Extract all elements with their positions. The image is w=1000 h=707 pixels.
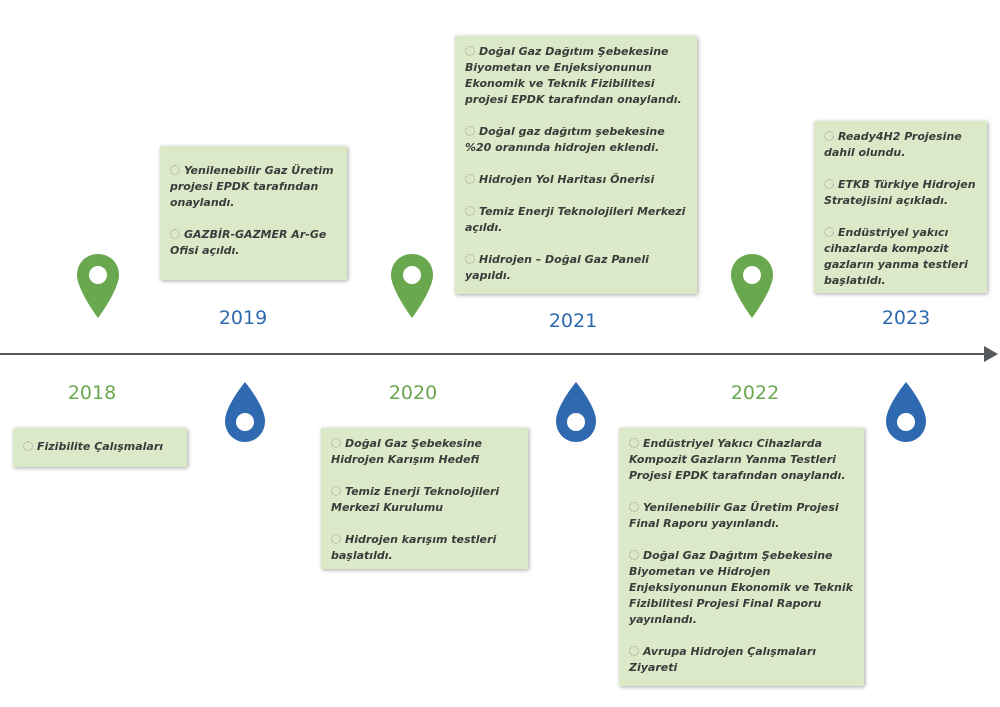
year-label-2022: 2022	[730, 382, 780, 404]
milestone-item: Yenilenebilir Gaz Üretim projesi EPDK ta…	[170, 164, 334, 209]
milestone-item: Doğal Gaz Şebekesine Hidrojen Karışım He…	[331, 437, 482, 466]
timeline-arrow-head	[984, 346, 998, 362]
bullet-icon	[331, 438, 341, 448]
water-drop-icon-2021	[556, 382, 596, 442]
bullet-icon	[824, 131, 834, 141]
year-label-2019: 2019	[218, 307, 268, 329]
milestone-box-2023: Ready4H2 Projesine dahil olundu. ETKB Tü…	[814, 121, 987, 293]
milestone-item: GAZBİR-GAZMER Ar-Ge Ofisi açıldı.	[170, 228, 327, 257]
milestone-box-2021: Doğal Gaz Dağıtım Şebekesine Biyometan v…	[455, 36, 697, 294]
water-drop-icon-2023	[886, 382, 926, 442]
bullet-icon	[465, 174, 475, 184]
bullet-icon	[465, 206, 475, 216]
year-label-2021: 2021	[548, 310, 598, 332]
bullet-icon	[629, 646, 639, 656]
milestone-item: Endüstriyel yakıcı cihazlarda kompozit g…	[824, 226, 968, 287]
milestone-item: Endüstriyel Yakıcı Cihazlarda Kompozit G…	[629, 437, 846, 482]
milestone-item: ETKB Türkiye Hidrojen Stratejisini açıkl…	[824, 178, 976, 207]
milestone-item: Doğal Gaz Dağıtım Şebekesine Biyometan v…	[465, 45, 682, 106]
milestone-box-2020: Doğal Gaz Şebekesine Hidrojen Karışım He…	[321, 428, 528, 569]
milestone-item: Doğal gaz dağıtım şebekesine %20 oranınd…	[465, 125, 665, 154]
bullet-icon	[331, 486, 341, 496]
milestone-box-2019: Yenilenebilir Gaz Üretim projesi EPDK ta…	[160, 146, 347, 280]
location-pin-icon-2018	[77, 254, 119, 318]
bullet-icon	[465, 46, 475, 56]
milestone-item: Doğal Gaz Dağıtım Şebekesine Biyometan v…	[629, 549, 853, 626]
water-drop-icon-2019	[225, 382, 265, 442]
milestone-item: Hidrojen karışım testleri başlatıldı.	[331, 533, 497, 562]
bullet-icon	[465, 126, 475, 136]
milestone-item: Hidrojen – Doğal Gaz Paneli yapıldı.	[465, 253, 649, 282]
bullet-icon	[331, 534, 341, 544]
bullet-icon	[824, 227, 834, 237]
bullet-icon	[629, 550, 639, 560]
bullet-icon	[23, 441, 33, 451]
bullet-icon	[629, 502, 639, 512]
milestone-box-2018: Fizibilite Çalışmaları	[13, 428, 187, 467]
milestone-item: Fizibilite Çalışmaları	[23, 439, 179, 455]
bullet-icon	[465, 254, 475, 264]
bullet-icon	[170, 229, 180, 239]
year-label-2020: 2020	[388, 382, 438, 404]
year-label-2018: 2018	[67, 382, 117, 404]
bullet-icon	[824, 179, 834, 189]
milestone-item: Temiz Enerji Teknolojileri Merkezi açıld…	[465, 205, 686, 234]
bullet-icon	[629, 438, 639, 448]
milestone-box-2022: Endüstriyel Yakıcı Cihazlarda Kompozit G…	[619, 428, 864, 686]
milestone-item: Yenilenebilir Gaz Üretim Projesi Final R…	[629, 501, 839, 530]
milestone-item: Avrupa Hidrojen Çalışmaları Ziyareti	[629, 645, 817, 674]
milestone-item: Temiz Enerji Teknolojileri Merkezi Kurul…	[331, 485, 500, 514]
bullet-icon	[170, 165, 180, 175]
location-pin-icon-2022	[731, 254, 773, 318]
location-pin-icon-2020	[391, 254, 433, 318]
year-label-2023: 2023	[881, 307, 931, 329]
timeline-axis	[0, 353, 992, 355]
milestone-item: Ready4H2 Projesine dahil olundu.	[824, 130, 962, 159]
milestone-item: Hidrojen Yol Haritası Önerisi	[465, 172, 689, 188]
